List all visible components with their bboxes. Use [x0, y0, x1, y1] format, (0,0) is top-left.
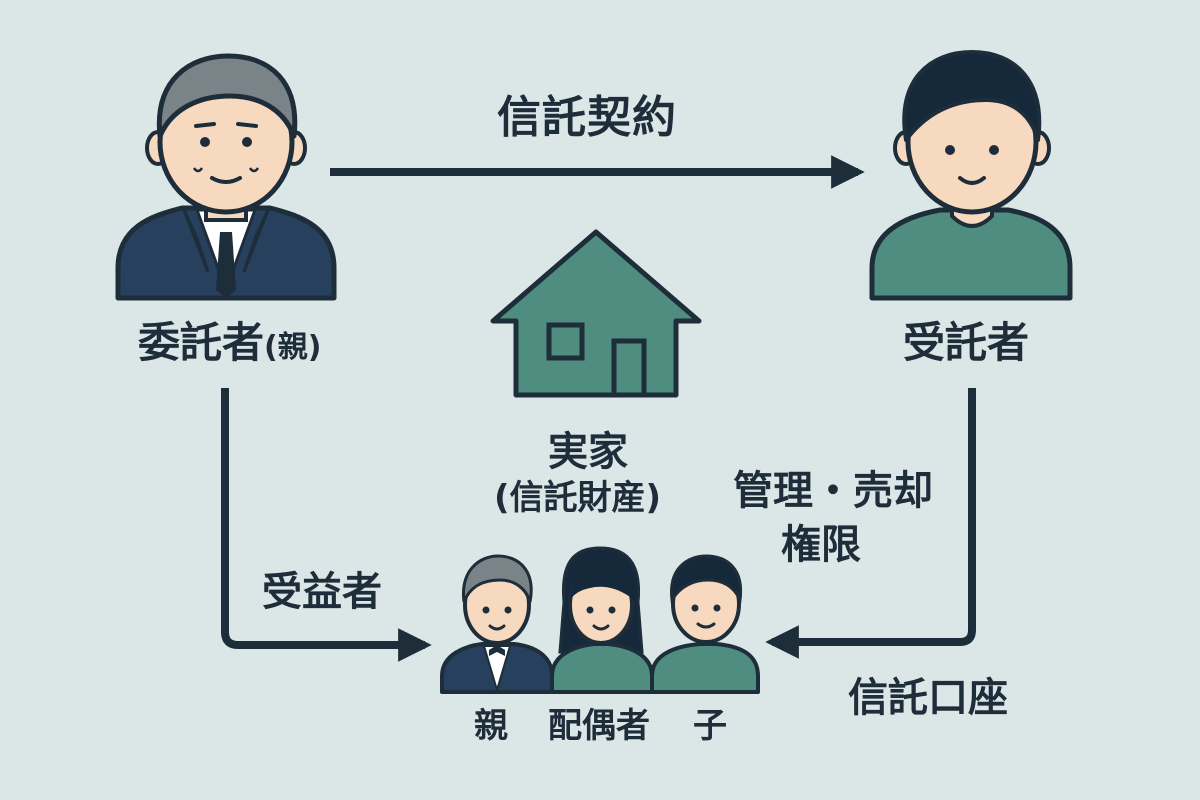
settlor-to-beneficiary-arrow	[221, 388, 432, 662]
child-figure	[650, 554, 760, 694]
beneficiary-label: 受益者	[262, 569, 382, 615]
trustee-label: 受託者	[903, 318, 1030, 367]
trustee-to-beneficiary-arrow	[765, 388, 976, 659]
beneficiary-child-label: 子	[693, 706, 727, 746]
trustee-figure	[869, 50, 1073, 301]
house-icon	[490, 229, 702, 398]
beneficiary-parent-label: 親	[474, 706, 508, 746]
settlor-label-group: 委託者(親)	[138, 318, 321, 368]
beneficiary-group	[440, 546, 760, 694]
trust-account-label: 信託口座	[848, 675, 1008, 721]
trust-property-subtitle: (信託財産)	[494, 478, 662, 518]
settlor-note: (親)	[264, 330, 322, 365]
trust-contract-label: 信託契約	[497, 92, 677, 143]
parent-figure	[440, 554, 554, 694]
beneficiary-spouse-label: 配偶者	[548, 706, 650, 746]
settlor-figure	[115, 53, 337, 301]
trustee-authority-line1: 管理・売却	[733, 468, 933, 514]
spouse-figure	[550, 546, 654, 694]
trustee-authority-line2: 権限	[781, 522, 861, 568]
settlor-label: 委託者	[138, 318, 265, 367]
trust-property-title: 実家	[548, 429, 628, 475]
